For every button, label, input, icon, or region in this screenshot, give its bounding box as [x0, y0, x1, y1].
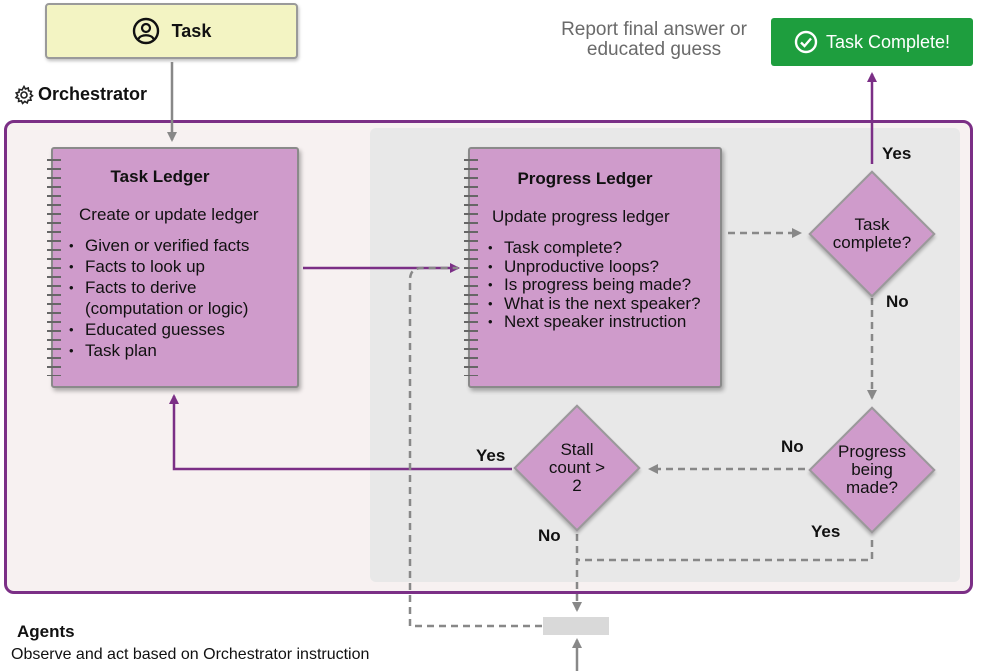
label-no: No	[538, 526, 561, 545]
list-item: Given or verified facts	[67, 235, 295, 256]
progress-ledger: Progress Ledger Update progress ledger T…	[464, 147, 722, 388]
task-ledger-title: Task Ledger	[110, 167, 210, 186]
task-node: Task	[45, 3, 298, 59]
label-yes: Yes	[882, 144, 912, 163]
list-item: Facts to look up	[67, 256, 295, 277]
orchestrator-title: Orchestrator	[38, 84, 148, 104]
decision-progress-made: Progress being made?	[808, 406, 936, 534]
decision-stall-count: Stall count > 2	[513, 404, 641, 532]
label-yes: Yes	[476, 446, 506, 465]
gear-icon	[14, 84, 34, 105]
list-item: Educated guesses	[67, 319, 295, 340]
list-item: Facts to derive (computation or logic)	[67, 277, 295, 319]
orchestrator-label: Orchestrator	[14, 84, 147, 105]
label-yes: Yes	[811, 522, 841, 541]
arrow-stall-yes	[169, 394, 512, 471]
notebook-spiral-icon	[47, 159, 61, 376]
report-text: Report final answer or educated guess	[561, 19, 747, 60]
decision-text: Progress being made?	[837, 442, 907, 497]
task-complete-badge: Task Complete!	[771, 18, 973, 66]
arrow-progress-yes	[577, 540, 874, 562]
decision-task-complete: Task complete?	[808, 170, 936, 298]
label-no: No	[886, 292, 909, 311]
check-circle-icon	[794, 30, 818, 54]
decision-text: Task complete?	[832, 215, 912, 252]
progress-ledger-subtitle: Update progress ledger	[492, 207, 670, 226]
progress-ledger-list: Task complete? Unproductive loops? Is pr…	[486, 238, 722, 332]
list-item: Is progress being made?	[486, 275, 722, 295]
list-item: Next speaker instruction	[486, 312, 722, 332]
task-label: Task	[171, 20, 212, 41]
arrow-agents-return	[408, 266, 542, 628]
notebook-spiral-icon	[464, 159, 478, 376]
task-ledger: Task Ledger Create or update ledger Give…	[47, 147, 299, 388]
task-complete-label: Task Complete!	[825, 31, 951, 52]
agents-title: Agents	[17, 622, 75, 641]
task-ledger-subtitle: Create or update ledger	[79, 205, 259, 224]
task-ledger-list: Given or verified facts Facts to look up…	[67, 235, 295, 361]
list-item: Task plan	[67, 340, 295, 361]
list-item: What is the next speaker?	[486, 294, 722, 314]
label-no: No	[781, 437, 804, 456]
user-circle-icon	[132, 17, 159, 45]
list-item: Task complete?	[486, 238, 722, 258]
decision-text: Stall count > 2	[548, 440, 606, 495]
agents-subtitle: Observe and act based on Orchestrator in…	[11, 646, 370, 663]
agents-connector-bar	[543, 617, 609, 635]
list-item: Unproductive loops?	[486, 257, 722, 277]
progress-ledger-title: Progress Ledger	[517, 169, 653, 188]
